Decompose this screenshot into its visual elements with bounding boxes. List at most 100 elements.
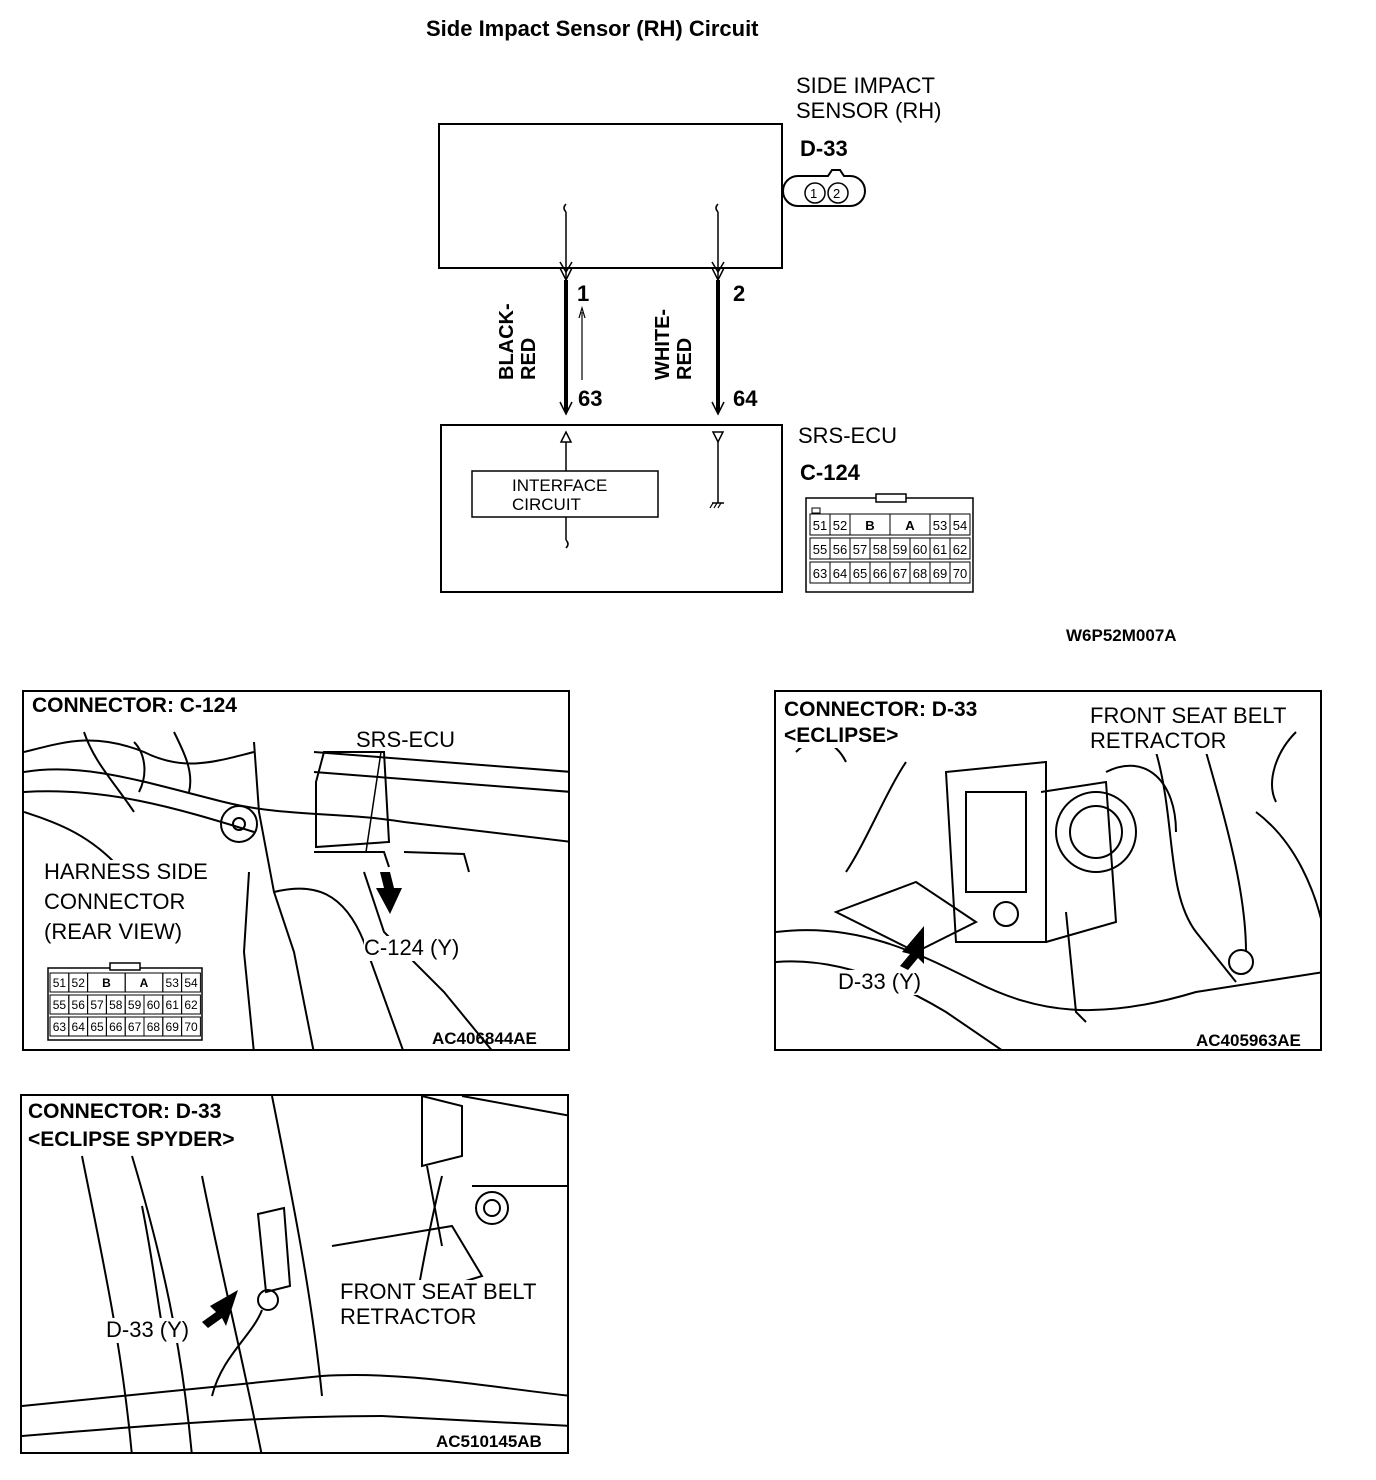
panel-d33-spyder-connector-label: D-33 (Y) bbox=[106, 1317, 190, 1343]
sensor-box bbox=[438, 123, 783, 269]
connector-pin-label: 55 bbox=[813, 542, 827, 557]
ground-icon bbox=[709, 502, 724, 509]
wire-1-internal bbox=[559, 203, 573, 280]
connector-pin-label: 53 bbox=[933, 518, 947, 533]
d33-eclipse-arrow-icon bbox=[900, 926, 924, 970]
connector-pin-label: 51 bbox=[813, 518, 827, 533]
panel-d33-spyder-illustration bbox=[22, 1096, 567, 1452]
signal-direction-arrow bbox=[578, 305, 586, 380]
connector-pin-label: 52 bbox=[72, 976, 86, 990]
connector-pin-label: 58 bbox=[873, 542, 887, 557]
panel-d33-spyder-retractor-line2: RETRACTOR bbox=[340, 1304, 477, 1330]
connector-pin-label: 62 bbox=[953, 542, 967, 557]
wire-2-ecu-internal bbox=[709, 431, 725, 509]
d33-connector-icon: 1 2 bbox=[782, 169, 866, 207]
connector-pin-label: 68 bbox=[147, 1020, 161, 1034]
diagram-code: W6P52M007A bbox=[1066, 626, 1177, 645]
wire-1-color: BLACK- RED bbox=[496, 303, 540, 380]
wire-2-ecu-pin: 64 bbox=[733, 386, 758, 411]
panel-d33-eclipse-title-line2: <ECLIPSE> bbox=[784, 724, 899, 749]
connector-pin-label: 60 bbox=[913, 542, 927, 557]
connector-pin-label: 70 bbox=[953, 566, 967, 581]
d33-pin-2: 2 bbox=[833, 186, 840, 201]
panel-d33-spyder-title-line2: <ECLIPSE SPYDER> bbox=[28, 1128, 235, 1153]
connector-cavity bbox=[181, 994, 201, 1015]
panel-c124-harness-line2: CONNECTOR bbox=[44, 889, 186, 915]
panel-d33-eclipse-code: AC405963AE bbox=[1196, 1031, 1301, 1050]
wire-1-ecu-internal bbox=[559, 430, 573, 549]
panel-d33-eclipse-illustration bbox=[776, 731, 1320, 1049]
connector-cavity bbox=[949, 513, 971, 536]
wire-2-internal bbox=[711, 203, 725, 280]
panel-c124-code: AC406844AE bbox=[432, 1029, 537, 1048]
sensor-name-line2: SENSOR (RH) bbox=[796, 98, 942, 123]
interface-circuit-box bbox=[471, 470, 659, 518]
connector-pin-label: 54 bbox=[184, 976, 198, 990]
connector-pin-label: 67 bbox=[893, 566, 907, 581]
connector-pin-label: 70 bbox=[184, 1020, 198, 1034]
page-title: Side Impact Sensor (RH) Circuit bbox=[426, 16, 759, 41]
ecu-box bbox=[440, 424, 783, 593]
connector-pin-label: 66 bbox=[109, 1020, 123, 1034]
panel-d33-eclipse-title-line1: CONNECTOR: D-33 bbox=[784, 698, 978, 723]
wire-1-sensor-pin: 1 bbox=[577, 281, 590, 306]
panel-d33-eclipse-retractor-line1: FRONT SEAT BELT bbox=[1090, 703, 1287, 729]
connector-pin-label: 65 bbox=[853, 566, 867, 581]
wire-2-color: WHITE- RED bbox=[652, 308, 696, 380]
connector-pin-label: 56 bbox=[833, 542, 847, 557]
connector-pin-label: 61 bbox=[166, 998, 180, 1012]
connector-pin-label: 69 bbox=[933, 566, 947, 581]
connector-pin-label: 57 bbox=[90, 998, 104, 1012]
sensor-connector-id: D-33 bbox=[800, 136, 848, 161]
connector-pin-label: 58 bbox=[109, 998, 123, 1012]
connector-pin-label: 59 bbox=[893, 542, 907, 557]
connector-pin-label: 59 bbox=[128, 998, 142, 1012]
wire-2-sensor-pin: 2 bbox=[733, 281, 746, 306]
c124-arrow-icon bbox=[376, 872, 402, 914]
connector-pin-label: 66 bbox=[873, 566, 887, 581]
connector-pin-label: 55 bbox=[53, 998, 67, 1012]
panel-c124-srs-label: SRS-ECU bbox=[356, 727, 456, 752]
panel-d33-spyder: CONNECTOR: D-33 <ECLIPSE SPYDER> FRONT S… bbox=[20, 1094, 569, 1454]
connector-pin-label: 56 bbox=[72, 998, 86, 1012]
ecu-connector-id: C-124 bbox=[800, 460, 860, 485]
interface-label-line1: INTERFACE bbox=[512, 476, 608, 495]
panel-c124-title: CONNECTOR: C-124 bbox=[32, 694, 237, 717]
connector-pin-label: 51 bbox=[53, 976, 67, 990]
connector-pin-label: A bbox=[905, 518, 915, 533]
connector-cavity bbox=[181, 972, 201, 993]
wire-1-ecu-pin: 63 bbox=[578, 386, 603, 411]
connector-pin-label: A bbox=[140, 976, 149, 990]
panel-d33-spyder-code: AC510145AB bbox=[436, 1432, 542, 1451]
interface-label-line2: CIRCUIT bbox=[512, 495, 581, 514]
connector-pin-label: B bbox=[102, 976, 111, 990]
panel-d33-eclipse-retractor-line2: RETRACTOR bbox=[1090, 728, 1227, 754]
panel-d33-eclipse: CONNECTOR: D-33 <ECLIPSE> FRONT SEAT BEL… bbox=[774, 690, 1322, 1051]
connector-pin-label: 63 bbox=[813, 566, 827, 581]
connector-cavity bbox=[181, 1016, 201, 1037]
connector-pin-label: 65 bbox=[90, 1020, 104, 1034]
panel-c124-harness-line3: (REAR VIEW) bbox=[44, 919, 183, 945]
connector-pin-label: 57 bbox=[853, 542, 867, 557]
connector-pin-label: 64 bbox=[833, 566, 847, 581]
connector-pin-label: 64 bbox=[72, 1020, 86, 1034]
panel-d33-eclipse-connector-label: D-33 (Y) bbox=[838, 969, 922, 995]
connector-pin-label: 68 bbox=[913, 566, 927, 581]
connector-pin-label: 54 bbox=[953, 518, 967, 533]
sensor-name-line1: SIDE IMPACT bbox=[796, 73, 935, 98]
connector-pin-label: 53 bbox=[166, 976, 180, 990]
d33-pin-1: 1 bbox=[810, 186, 817, 201]
panel-c124-connector-label: C-124 (Y) bbox=[364, 935, 460, 961]
connector-cavity bbox=[949, 537, 971, 560]
connector-cavity bbox=[949, 561, 971, 584]
panel-c124-harness-line1: HARNESS SIDE bbox=[44, 859, 208, 885]
connector-pin-label: 62 bbox=[184, 998, 198, 1012]
connector-pin-label: 69 bbox=[166, 1020, 180, 1034]
connector-pin-label: 61 bbox=[933, 542, 947, 557]
connector-pin-label: B bbox=[865, 518, 874, 533]
